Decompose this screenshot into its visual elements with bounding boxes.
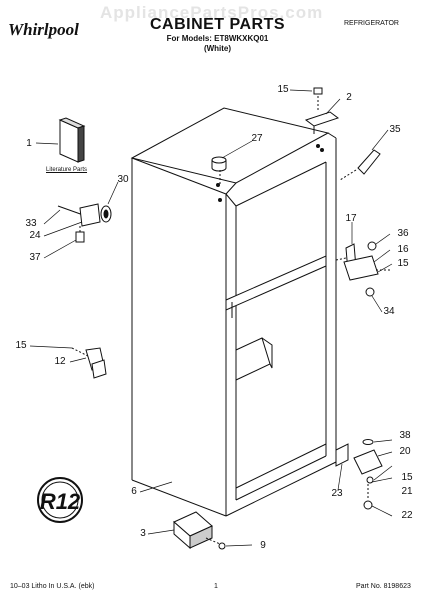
- callout-6: 6: [131, 486, 137, 497]
- variant-label: (White): [203, 44, 232, 53]
- callout-36: 36: [397, 228, 409, 239]
- literature-parts-label: Literature Parts: [46, 167, 88, 173]
- callout-15-bottom: 15: [401, 472, 413, 483]
- plug-27: [211, 156, 227, 186]
- left-hinge-assembly: [57, 203, 112, 243]
- callout-9: 9: [260, 540, 266, 551]
- callout-15-center: 15: [397, 258, 409, 269]
- part-number: Part No. 8198623: [356, 583, 411, 590]
- callout-leaders: [29, 89, 393, 547]
- callout-38: 38: [399, 430, 411, 441]
- models-line: For Models: ET8WKXKQ01: [166, 34, 269, 43]
- callout-37: 37: [29, 252, 41, 263]
- callout-2: 2: [346, 92, 352, 103]
- callout-23: 23: [331, 488, 343, 499]
- q12-stamp: R12: [37, 477, 83, 523]
- watermark: AppliancePartsPros.com: [100, 3, 324, 22]
- callout-24: 24: [29, 230, 41, 241]
- callout-15-left: 15: [15, 340, 27, 351]
- litho-note: 10–03 Litho In U.S.A. (ebk): [10, 583, 95, 590]
- callout-27: 27: [251, 133, 263, 144]
- refrigerator-cabinet: [130, 107, 337, 517]
- callout-30: 30: [117, 174, 129, 185]
- bottom-hinge-assembly: [335, 439, 383, 510]
- part-12-bracket: [71, 347, 107, 379]
- brand-logo: Whirlpool: [8, 20, 79, 39]
- callout-3: 3: [140, 528, 146, 539]
- top-hinge: [304, 87, 340, 134]
- callout-33: 33: [25, 218, 37, 229]
- handle-35: [339, 149, 381, 181]
- callout-1: 1: [26, 138, 32, 149]
- callout-20: 20: [399, 446, 411, 457]
- callout-16: 16: [397, 244, 409, 255]
- svg-text:R12: R12: [40, 489, 81, 514]
- callout-35: 35: [389, 124, 401, 135]
- page-number: 1: [214, 583, 218, 590]
- leveling-assembly-3: [173, 511, 226, 550]
- callout-22: 22: [401, 510, 413, 521]
- callout-21: 21: [401, 486, 413, 497]
- center-hinge-assembly: [335, 241, 392, 297]
- literature-booklet: [58, 117, 86, 163]
- page-title: CABINET PARTS: [149, 16, 286, 33]
- callout-34: 34: [383, 306, 395, 317]
- appliance-type: REFRIGERATOR: [344, 20, 399, 27]
- callout-17: 17: [345, 213, 357, 224]
- callout-12: 12: [54, 356, 66, 367]
- callout-15-top: 15: [277, 84, 289, 95]
